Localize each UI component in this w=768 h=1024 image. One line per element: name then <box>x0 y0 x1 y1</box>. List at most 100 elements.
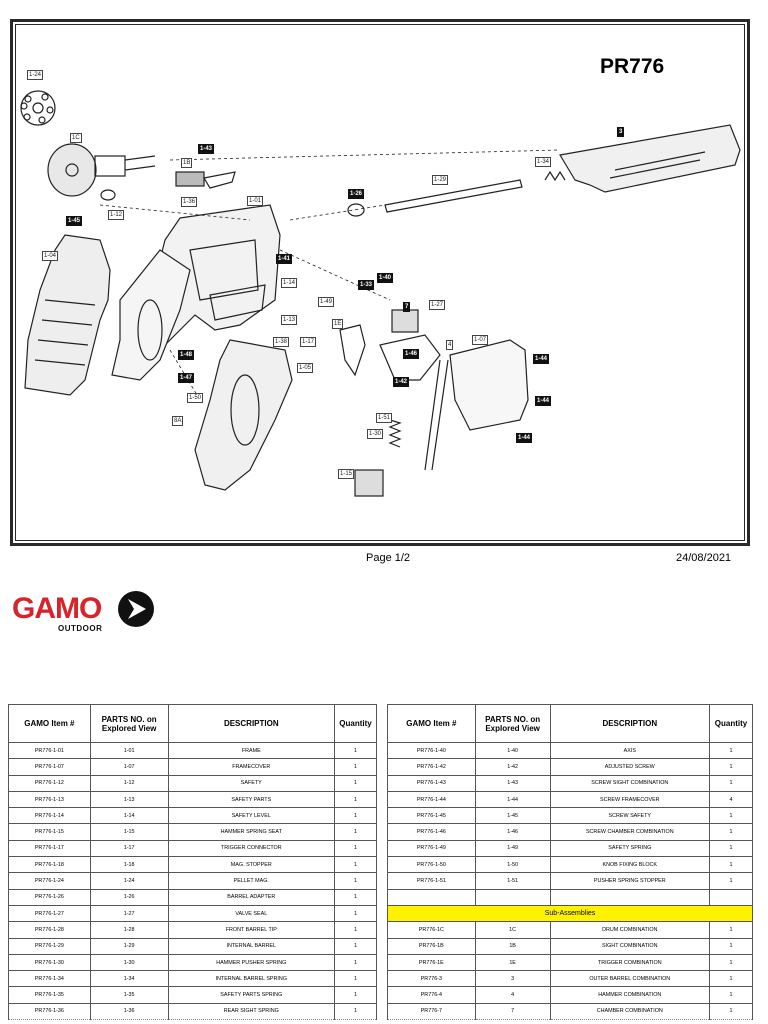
cell-quantity: 1 <box>334 774 377 792</box>
cell-quantity: 1 <box>709 872 753 890</box>
diagram-label: 4 <box>446 340 454 350</box>
col-header-description: DESCRIPTION <box>549 704 711 743</box>
cell-description: PUSHER SPRING STOPPER <box>549 872 711 890</box>
diagram-label: 1-13 <box>281 315 298 325</box>
cell-description: SAFETY SPRING <box>549 839 711 858</box>
diagram-label: 1-49 <box>318 297 335 307</box>
diagram-label: 1-42 <box>393 377 410 387</box>
diagram-label: 8A <box>172 416 184 426</box>
cell-item-number: PR776-1-07 <box>8 758 91 776</box>
diagram-label: 1-44 <box>535 396 552 406</box>
cell-quantity: 1 <box>334 807 377 825</box>
cell-item-number: PR776-3 <box>387 970 476 988</box>
cell-quantity: 1 <box>334 888 377 906</box>
cell-description: HAMMER PUSHER SPRING <box>167 953 336 972</box>
cell-item-number: PR776-1-40 <box>387 741 476 760</box>
cell-quantity: 1 <box>709 1002 753 1021</box>
cell-part-number: 1-15 <box>89 823 169 841</box>
cell-item-number: PR776-1-30 <box>8 953 91 972</box>
cell-item-number: PR776-1-14 <box>8 807 91 825</box>
cell-quantity: 1 <box>334 904 377 923</box>
diagram-label: 1-46 <box>403 349 420 359</box>
cell-description: SAFETY PARTS <box>167 790 336 809</box>
col-header-description: DESCRIPTION <box>167 704 336 743</box>
cell-item-number: PR776-1-46 <box>387 823 476 841</box>
cell-part-number: 1-40 <box>474 741 551 760</box>
diagram-label: 1-24 <box>27 70 44 80</box>
cell-part-number: 7 <box>474 1002 551 1021</box>
cell-description: OUTER BARREL COMBINATION <box>549 970 711 988</box>
cell-quantity: 1 <box>334 986 377 1004</box>
cell-quantity: 1 <box>334 970 377 988</box>
cell-item-number: PR776-1C <box>387 921 476 939</box>
cell-quantity: 1 <box>709 986 753 1004</box>
cell-quantity: 1 <box>334 741 377 760</box>
cell-part-number: 1-29 <box>89 937 169 955</box>
cell-part-number: 1-18 <box>89 856 169 874</box>
cell-part-number: 1-26 <box>89 888 169 906</box>
cell-description: TRIGGER COMBINATION <box>549 953 711 972</box>
cell-part-number: 1-45 <box>474 807 551 825</box>
col-header-item: GAMO Item # <box>8 704 91 743</box>
cell-quantity: 1 <box>709 970 753 988</box>
diagram-label: 1-05 <box>297 363 314 373</box>
cell-part-number: 1E <box>474 953 551 972</box>
cell-description: SCREW FRAMECOVER <box>549 790 711 809</box>
table-header-row: GAMO Item # PARTS NO. on Explored View D… <box>8 704 377 743</box>
cell-item-number: PR776-1-49 <box>387 839 476 858</box>
diagram-label: 1C <box>70 133 82 143</box>
diagram-label: 1-41 <box>276 254 293 264</box>
cell-quantity: 1 <box>709 758 753 776</box>
diagram-label: 1-33 <box>358 280 375 290</box>
cell-quantity: 1 <box>709 823 753 841</box>
cell-description: INTERNAL BARREL SPRING <box>167 970 336 988</box>
diagram-label: 1-26 <box>348 189 365 199</box>
diagram-label: 1E <box>332 319 344 329</box>
brand-logo-bottom: GAMO OUTDOOR <box>12 591 154 633</box>
diagram-label: 1-45 <box>66 216 83 226</box>
cell-item-number: PR776-1-17 <box>8 839 91 858</box>
diagram-label: 1-43 <box>198 144 215 154</box>
cell-item-number: PR776-1-13 <box>8 790 91 809</box>
cell-description: INTERNAL BARREL <box>167 937 336 955</box>
cell-part-number: 1-49 <box>474 839 551 858</box>
cell-quantity: 1 <box>709 856 753 874</box>
cell-quantity: 1 <box>709 774 753 792</box>
cell-quantity: 1 <box>709 953 753 972</box>
diagram-label: 1-12 <box>108 210 125 220</box>
cell-item-number: PR776-1-51 <box>387 872 476 890</box>
cell-part-number: 1-44 <box>474 790 551 809</box>
cell-description: FRAMECOVER <box>167 758 336 776</box>
cell-quantity: 1 <box>334 856 377 874</box>
sub-assemblies-header-row: Sub-Assemblies <box>387 904 753 923</box>
cell-description <box>549 888 711 906</box>
col-header-quantity: Quantity <box>709 704 753 743</box>
diagram-label: 1-29 <box>432 175 449 185</box>
cell-description: SAFETY <box>167 774 336 792</box>
cell-part-number: 1-30 <box>89 953 169 972</box>
diagram-label: 1-44 <box>533 354 550 364</box>
cell-item-number <box>387 888 476 906</box>
cell-description: AXIS <box>549 741 711 760</box>
cell-part-number: 1-01 <box>89 741 169 760</box>
cell-item-number: PR776-1-43 <box>387 774 476 792</box>
